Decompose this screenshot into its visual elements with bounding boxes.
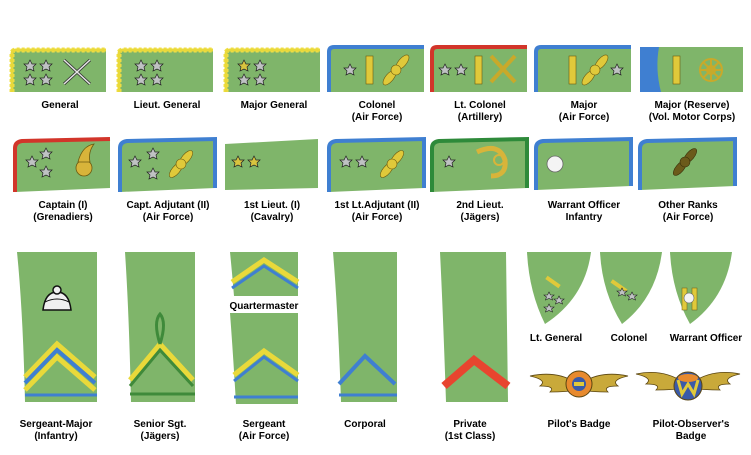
- rank-label: Private (1st Class): [444, 419, 496, 442]
- rank-label: Capt. Adjutant (II) (Air Force): [126, 200, 210, 223]
- rank-label: Major General: [240, 100, 308, 111]
- badge-label: Pilot's Badge: [547, 419, 611, 430]
- collar-label: Lt. General: [529, 333, 583, 344]
- rank-label: Major (Reserve) (Vol. Motor Corps): [648, 100, 736, 123]
- collar-patch-colonel: [600, 252, 662, 324]
- shoulder-tab-1st-lt-adjutant-air-force: [327, 136, 426, 192]
- rank-label: Senior Sgt. (Jägers): [133, 419, 187, 442]
- shoulder-tab-warrant-officer-infantry: [534, 136, 633, 190]
- sleeve-sergeant-major: [17, 252, 97, 402]
- rank-label: Corporal: [344, 419, 386, 430]
- collar-label: Colonel: [610, 333, 648, 344]
- rank-label: Warrant Officer Infantry: [547, 200, 621, 223]
- shoulder-tab-major-air-force: [534, 45, 631, 92]
- shoulder-tab-colonel-air-force: [327, 45, 424, 92]
- rank-label: Lieut. General: [133, 100, 201, 111]
- sleeve-sergeant-air-force: [230, 313, 300, 404]
- shoulder-tab-lieut-general: [116, 47, 213, 92]
- shoulder-tab-2nd-lieut-jagers: [430, 136, 529, 192]
- rank-label: Sergeant (Air Force): [238, 419, 290, 442]
- rank-label: 1st Lieut. (I) (Cavalry): [243, 200, 301, 223]
- sleeve-private-1st-class: [440, 252, 511, 402]
- rank-label: Sergeant-Major (Infantry): [19, 419, 93, 442]
- collar-patch-lt-general: [527, 252, 591, 324]
- rank-label: Captain (I) (Grenadiers): [33, 200, 93, 223]
- shoulder-tab-lt-colonel-artillery: [430, 45, 527, 92]
- shoulder-tab-1st-lieut-cavalry: [225, 139, 318, 190]
- collar-label: Warrant Officer: [669, 333, 743, 344]
- winged-badge-icon: [529, 370, 629, 398]
- rank-label: Quartermaster: [229, 301, 299, 312]
- sleeve-quartermaster: [230, 252, 300, 296]
- shoulder-tab-capt-adjutant-air-force: [118, 136, 217, 192]
- rank-label: Other Ranks (Air Force): [658, 200, 718, 223]
- shoulder-tab-major-general: [223, 47, 320, 92]
- rank-label: 2nd Lieut. (Jägers): [456, 200, 504, 223]
- crown-icon: [42, 285, 72, 311]
- rank-label: Colonel (Air Force): [351, 100, 403, 123]
- rank-label: Lt. Colonel (Artillery): [454, 100, 506, 123]
- shoulder-tab-other-ranks-air-force: [638, 136, 737, 190]
- shoulder-tab-captain-grenadiers: [13, 137, 111, 192]
- rank-label: 1st Lt.Adjutant (II) (Air Force): [334, 200, 420, 223]
- badge-label: Pilot-Observer's Badge: [652, 419, 730, 442]
- sleeve-corporal: [333, 252, 397, 402]
- sleeve-senior-sgt: [125, 252, 195, 402]
- rank-label: General: [41, 100, 79, 111]
- rank-label: Major (Air Force): [558, 100, 610, 123]
- collar-patch-warrant-officer: [670, 252, 732, 324]
- winged-w-badge-icon: [635, 371, 741, 401]
- shoulder-tab-general: [9, 47, 106, 92]
- shoulder-tab-major-reserve: [640, 47, 743, 92]
